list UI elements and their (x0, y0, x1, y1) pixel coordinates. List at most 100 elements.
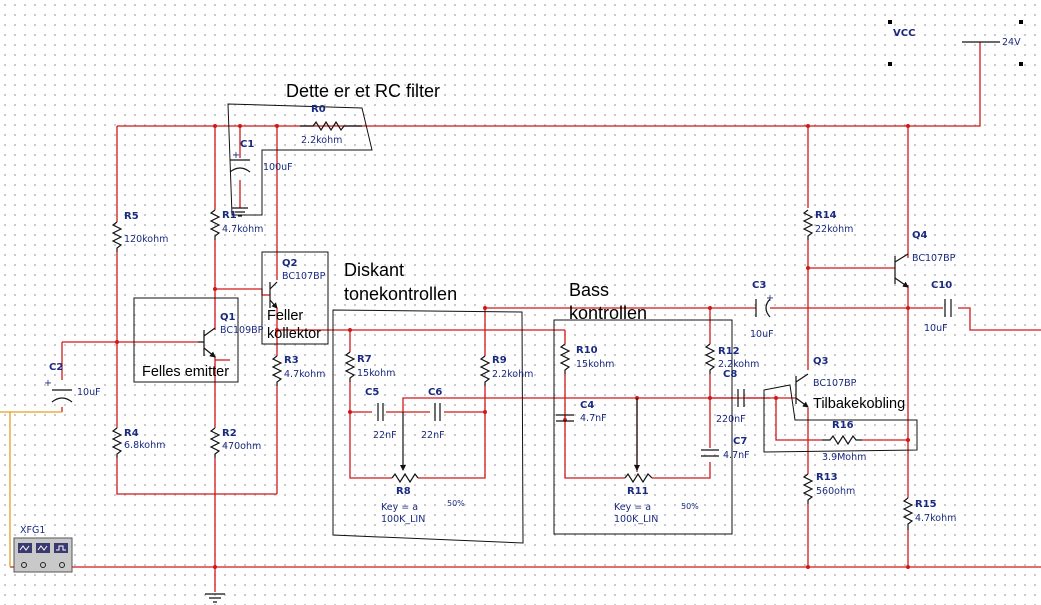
capacitor-c1[interactable]: + C1 100uF (229, 139, 293, 217)
c10-value: 10uF (924, 323, 948, 334)
junctions (115, 124, 910, 569)
capacitor-c2[interactable]: + C2 10uF (44, 362, 101, 403)
r5-value: 120kohm (124, 234, 168, 245)
transistor-q1[interactable]: Q1 BC109BP (198, 312, 264, 358)
c3-ref: C3 (752, 280, 766, 291)
svg-text:+: + (766, 293, 774, 304)
resistor-r7[interactable]: R7 15kohm (344, 351, 395, 382)
q1-value: BC109BP (220, 325, 264, 336)
bass-box (553, 319, 733, 535)
c7-ref: C7 (733, 436, 747, 447)
q1-ref: Q1 (220, 312, 236, 323)
r4-value: 6.8kohm (124, 440, 165, 451)
r15-value: 4.7kohm (915, 513, 956, 524)
c6-value: 22nF (421, 430, 445, 441)
q4-ref: Q4 (912, 230, 928, 241)
r4-ref: R4 (124, 428, 139, 439)
annotation-bass-2: kontrollen (569, 303, 647, 323)
capacitor-c4[interactable]: C4 4.7nF (556, 400, 607, 424)
q2-ref: Q2 (282, 258, 298, 269)
r14-value: 22kohm (815, 224, 853, 235)
r2-ref: R2 (222, 428, 237, 439)
r11-ref: R11 (627, 486, 649, 497)
r8-key: Key = a (381, 502, 418, 513)
capacitor-c6[interactable]: C6 22nF (421, 387, 445, 441)
r9-ref: R9 (492, 355, 507, 366)
c7-value: 4.7nF (723, 450, 750, 461)
vcc-source[interactable]: VCC 24V (888, 20, 1023, 66)
c5-value: 22nF (373, 430, 397, 441)
resistor-r3[interactable]: R3 4.7kohm (271, 355, 325, 386)
annotation-feller-2: kollektor (267, 326, 321, 342)
resistor-r5[interactable]: R5 120kohm (111, 211, 168, 252)
transistor-q4[interactable]: Q4 BC107BP (894, 230, 956, 288)
r0-value: 2.2kohm (301, 135, 342, 146)
resistor-r1[interactable]: R1 4.7kohm (209, 209, 263, 240)
ground-icon (205, 593, 225, 603)
resistor-r13[interactable]: R13 560ohm (802, 472, 855, 504)
svg-text:+: + (44, 378, 52, 389)
r16-value: 3.9Mohm (822, 452, 866, 463)
transistor-q3[interactable]: Q3 BC107BP (795, 356, 857, 408)
c8-ref: C8 (723, 369, 737, 380)
resistor-r4[interactable]: R4 6.8kohm (111, 427, 165, 458)
r8-ref: R8 (396, 486, 411, 497)
resistor-r0[interactable]: R0 2.2kohm (300, 104, 362, 146)
r8-value: 100K_LIN (381, 514, 425, 525)
r11-value: 100K_LIN (614, 514, 658, 525)
capacitor-c7[interactable]: C7 4.7nF (701, 436, 750, 461)
r12-ref: R12 (718, 346, 740, 357)
diskant-box (332, 309, 524, 544)
potentiometer-r11[interactable]: R11 50% Key = a 100K_LIN (614, 398, 699, 525)
r9-value: 2.2kohm (492, 369, 533, 380)
capacitor-c10[interactable]: C10 10uF (924, 280, 952, 334)
resistor-r14[interactable]: R14 22kohm (802, 209, 853, 240)
r7-value: 15kohm (357, 368, 395, 379)
function-generator-xfg1[interactable]: XFG1 (13, 525, 73, 573)
q3-value: BC107BP (813, 378, 857, 389)
c8-value: 220nF (716, 414, 746, 425)
annotation-diskant-2: tonekontrollen (344, 284, 457, 304)
r1-ref: R1 (222, 210, 237, 221)
tilbakekobling-box (763, 384, 918, 453)
annotation-rc-filter: Dette er et RC filter (286, 81, 440, 101)
wires (0, 42, 1041, 592)
resistor-r9[interactable]: R9 2.2kohm (479, 355, 533, 386)
r11-percent: 50% (681, 502, 699, 511)
felles-emitter-box (133, 297, 239, 383)
c10-ref: C10 (931, 280, 952, 291)
r11-key: Key = a (614, 502, 651, 513)
c1-ref: C1 (240, 139, 254, 150)
resistor-r16[interactable]: R16 3.9Mohm (822, 420, 866, 463)
resistor-r10[interactable]: R10 15kohm (559, 343, 614, 374)
vcc-label: VCC (893, 28, 915, 39)
r10-ref: R10 (576, 345, 598, 356)
capacitor-c8[interactable]: C8 220nF (716, 369, 746, 425)
c4-ref: C4 (580, 400, 594, 411)
c2-value: 10uF (77, 387, 101, 398)
c5-ref: C5 (365, 387, 379, 398)
resistor-r15[interactable]: R15 4.7kohm (902, 497, 956, 530)
resistor-r2[interactable]: R2 470ohm (209, 427, 261, 458)
r5-ref: R5 (124, 211, 139, 222)
transistor-q2[interactable]: Q2 BC107BP (269, 258, 326, 309)
capacitor-c5[interactable]: C5 22nF (365, 387, 397, 441)
potentiometer-r8[interactable]: R8 50% Key = a 100K_LIN (381, 412, 465, 525)
q3-ref: Q3 (813, 356, 829, 367)
annotation-bass-1: Bass (569, 280, 609, 300)
r13-ref: R13 (816, 472, 838, 483)
c1-value: 100uF (263, 162, 293, 173)
annotation-outlines (133, 103, 918, 544)
r10-value: 15kohm (576, 359, 614, 370)
r8-percent: 50% (447, 499, 465, 508)
c2-ref: C2 (49, 362, 63, 373)
r2-value: 470ohm (222, 441, 261, 452)
c4-value: 4.7nF (580, 413, 607, 424)
r3-ref: R3 (284, 355, 299, 366)
annotation-felles-emitter: Felles emitter (142, 364, 229, 380)
capacitor-c3[interactable]: + C3 10uF (750, 280, 774, 340)
annotation-diskant-1: Diskant (344, 260, 404, 280)
resistor-r12[interactable]: R12 2.2kohm (704, 343, 759, 374)
r3-value: 4.7kohm (284, 369, 325, 380)
